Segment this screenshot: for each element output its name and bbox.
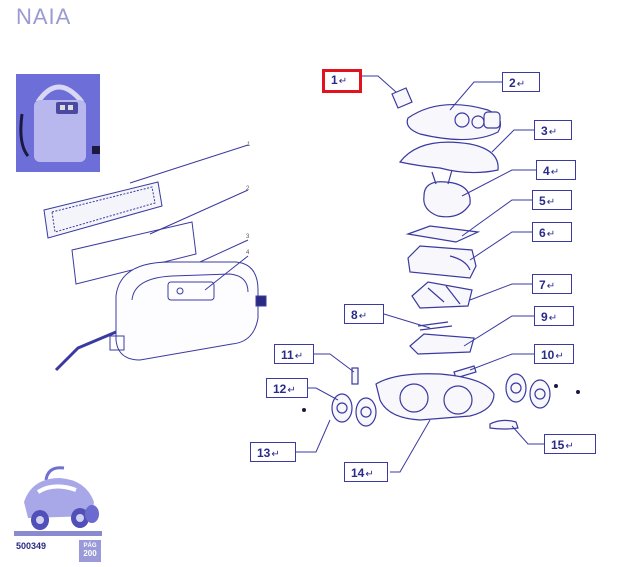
- product-code: 500349: [16, 541, 47, 551]
- callout-6[interactable]: 6↵: [532, 222, 572, 242]
- page-number: 200: [83, 549, 97, 558]
- callout-8[interactable]: 8↵: [344, 304, 384, 324]
- robot-thumbnail: [14, 462, 102, 532]
- callout-11[interactable]: 11↵: [274, 344, 314, 364]
- power-supply-photo: [16, 74, 100, 172]
- callout-7[interactable]: 7↵: [532, 274, 572, 294]
- callout-2[interactable]: 2↵: [502, 72, 540, 92]
- callout-10[interactable]: 10↵: [534, 344, 574, 364]
- left-label-3: 3: [246, 234, 250, 240]
- page-label: PÁG: [83, 543, 97, 549]
- callout-9[interactable]: 9↵: [534, 306, 574, 326]
- callout-15[interactable]: 15↵: [544, 434, 596, 454]
- callout-12[interactable]: 12↵: [266, 378, 308, 398]
- page-title: NAIA: [16, 4, 72, 29]
- page-badge: PÁG 200: [79, 540, 101, 562]
- footer-bar: [14, 531, 102, 536]
- left-label-2: 2: [246, 186, 250, 192]
- callout-4[interactable]: 4↵: [536, 160, 576, 180]
- callout-13[interactable]: 13↵: [250, 442, 296, 462]
- callout-5[interactable]: 5↵: [532, 190, 572, 210]
- callout-1[interactable]: 1↵: [322, 69, 362, 93]
- callout-14[interactable]: 14↵: [344, 462, 388, 482]
- callout-3[interactable]: 3↵: [534, 120, 572, 140]
- left-label-1: 1: [247, 142, 251, 148]
- left-label-4: 4: [246, 250, 250, 256]
